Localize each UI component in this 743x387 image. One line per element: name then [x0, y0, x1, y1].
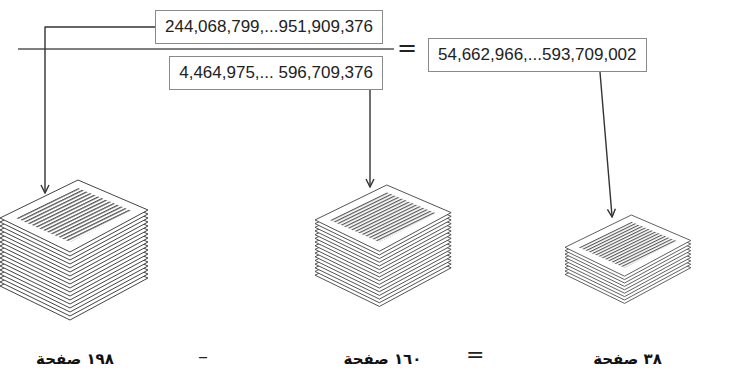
- arrow-line: [369, 90, 370, 186]
- paper-stack-node: ٣٨ صفحة: [560, 212, 695, 378]
- big-number: 54,662,966,...593,709,002: [438, 45, 637, 65]
- big-number: 244,068,799,...951,909,376: [165, 17, 373, 37]
- paper-stack: [565, 215, 691, 303]
- equals-sign: =: [397, 34, 417, 62]
- arrow-line: [600, 72, 612, 216]
- text-lines: [330, 192, 437, 242]
- page-count: ١٩٨ صفحة: [36, 350, 114, 368]
- number-box: 4,464,975,... 596,709,376: [169, 56, 383, 90]
- text-lines: [16, 188, 132, 242]
- number-box: 244,068,799,...951,909,376: [155, 10, 383, 44]
- paper-sheet: [0, 180, 148, 252]
- arrow-line: [45, 27, 155, 192]
- page-count: ١٦٠ صفحة: [344, 350, 422, 368]
- big-number: 4,464,975,... 596,709,376: [179, 63, 373, 83]
- paper-stack-node: ١٦٠ صفحة: [310, 182, 455, 378]
- paper-stack: [0, 180, 148, 320]
- page-count: ٣٨ صفحة: [593, 350, 662, 368]
- fraction-bar: [18, 48, 394, 49]
- text-lines: [579, 222, 678, 268]
- paper-sheet: [315, 185, 451, 251]
- paper-sheet: [565, 215, 691, 276]
- paper-stack-node: ١٩٨ صفحة: [0, 178, 150, 378]
- equals-sign: =: [466, 342, 484, 367]
- minus-sign: –: [198, 344, 208, 368]
- number-box: 54,662,966,...593,709,002: [428, 38, 647, 72]
- paper-stack: [315, 185, 451, 306]
